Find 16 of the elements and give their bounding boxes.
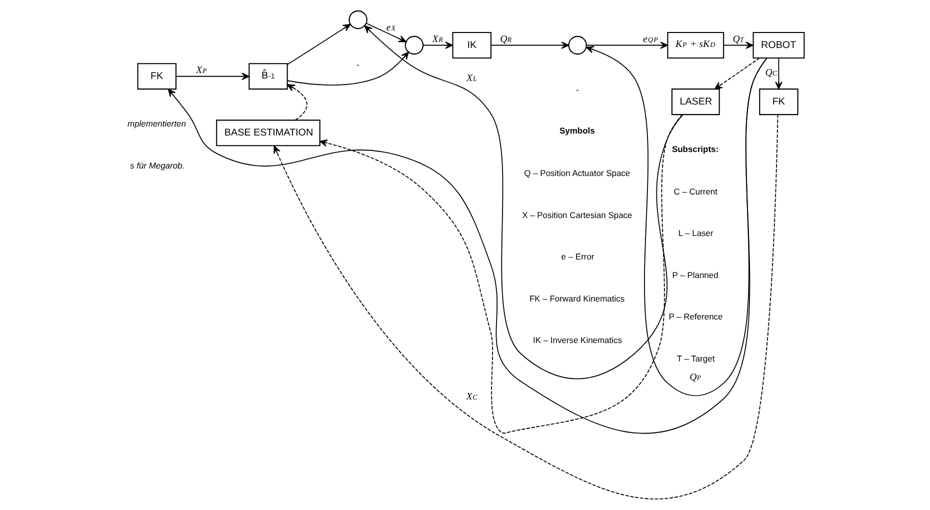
label: T – Target [676,353,714,364]
label: Q – Position Actuator Space [524,168,630,178]
label: Symbols [559,126,594,136]
label: P – Reference [668,312,722,322]
label: IK – Inverse Kinematics [532,334,622,345]
label: mplementierten [127,118,186,129]
label: - [576,84,578,95]
label: C – Current [673,186,718,197]
label: e – Error [560,252,594,262]
label: X – Position Cartesian Space [522,210,632,220]
label: - [356,59,359,70]
label: FK – Forward Kinematics [528,293,624,304]
label: s für Megarob. [130,160,184,170]
label: P – Planned [672,270,718,280]
label: Subscripts: [671,144,718,154]
label: L – Laser [678,228,713,238]
